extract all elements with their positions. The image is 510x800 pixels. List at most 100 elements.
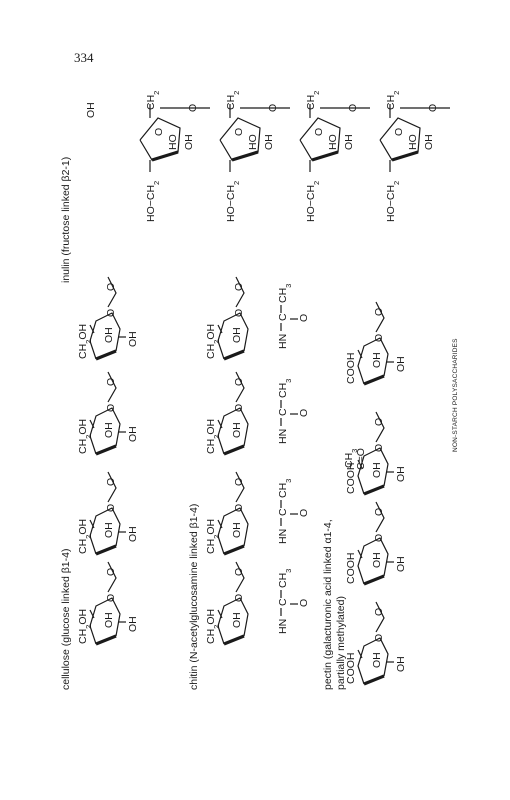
inulin-c4-hydroxyl: OH bbox=[183, 134, 195, 150]
cellulose-c6-group: CH2OH bbox=[77, 609, 93, 644]
inulin-glycosidic-oxygen: O bbox=[347, 104, 359, 112]
cellulose-ring-bond bbox=[95, 544, 117, 556]
pectin-c6-group: COOH bbox=[345, 653, 357, 685]
cellulose-c6-group: CH2OH bbox=[77, 324, 93, 359]
inulin-c1-methylene: CH2 bbox=[145, 91, 161, 110]
cellulose-c2-group: OH bbox=[127, 331, 139, 347]
pectin-ring-outline bbox=[357, 637, 389, 685]
chitin-methyl: CH3 bbox=[277, 284, 293, 303]
pectin-glycosidic-oxygen: O bbox=[373, 508, 385, 516]
pectin-glycosidic-oxygen: O bbox=[373, 308, 385, 316]
chitin-ring-oxygen: O bbox=[233, 504, 245, 512]
inulin-glycosidic-oxygen: O bbox=[267, 104, 279, 112]
pectin-ring-oxygen: O bbox=[373, 334, 385, 342]
chitin-c6-group: CH2OH bbox=[205, 519, 221, 554]
cellulose-glycosidic-oxygen: O bbox=[105, 378, 117, 386]
pectin-c2-group: OH bbox=[395, 356, 407, 372]
pectin-ring-bond bbox=[363, 674, 385, 686]
chitin-c6-group: CH2OH bbox=[205, 419, 221, 454]
chitin-ring-0 bbox=[217, 561, 249, 646]
cellulose-c6-group: CH2OH bbox=[77, 519, 93, 554]
cellulose-ring-bond bbox=[95, 349, 117, 361]
pectin-ring-0 bbox=[357, 601, 394, 686]
pectin-ring-oxygen: O bbox=[373, 534, 385, 542]
inulin-ring-hydroxyl: HO bbox=[247, 134, 259, 150]
pectin-ring-hydroxyl: OH bbox=[371, 462, 383, 478]
cellulose-c2-group: OH bbox=[127, 526, 139, 542]
inulin-c1-methylene: CH2 bbox=[305, 91, 321, 110]
pectin-glycosidic-oxygen: O bbox=[373, 608, 385, 616]
chitin-amide-nh: HN bbox=[277, 429, 289, 444]
cellulose-ring-hydroxyl: OH bbox=[103, 327, 115, 343]
inulin-c6-group: HO−CH2 bbox=[225, 181, 241, 222]
pectin-c6-group: COOH bbox=[345, 553, 357, 585]
cellulose-c6-group: CH2OH bbox=[77, 419, 93, 454]
inulin-ring-3 bbox=[379, 104, 450, 172]
pectin-c2-group: OH bbox=[395, 556, 407, 572]
chitin-ring-oxygen: O bbox=[233, 404, 245, 412]
chitin-ring-hydroxyl: OH bbox=[231, 422, 243, 438]
cellulose-ring-oxygen: O bbox=[105, 504, 117, 512]
inulin-ring-oxygen: O bbox=[393, 128, 405, 136]
inulin-c6-group: HO−CH2 bbox=[385, 181, 401, 222]
chitin-glycosidic-oxygen: O bbox=[233, 283, 245, 291]
chitin-ring-outline bbox=[217, 507, 249, 555]
chitin-ring-bond bbox=[223, 634, 245, 646]
chitin-carbonyl-oxygen: O bbox=[298, 314, 310, 322]
chitin-ring-outline bbox=[217, 407, 249, 455]
pectin-c2-group: OH bbox=[395, 466, 407, 482]
chitin-ring-1 bbox=[217, 471, 249, 556]
chitin-ring-2 bbox=[217, 371, 249, 456]
inulin-c1-methylene: CH2 bbox=[225, 91, 241, 110]
cellulose-c2-group: OH bbox=[127, 616, 139, 632]
pectin-ring-2 bbox=[357, 411, 394, 496]
chitin-amide-nh: HN bbox=[277, 619, 289, 634]
cellulose-ring-2 bbox=[89, 371, 126, 456]
chitin-carbonyl-oxygen: O bbox=[298, 509, 310, 517]
inulin-ring-oxygen: O bbox=[153, 128, 165, 136]
chitin-carbonyl-carbon: C bbox=[277, 598, 289, 606]
pectin-ring-oxygen: O bbox=[373, 634, 385, 642]
pectin-ring-oxygen: O bbox=[373, 444, 385, 452]
cellulose-ring-hydroxyl: OH bbox=[103, 422, 115, 438]
chitin-carbonyl-oxygen: O bbox=[298, 599, 310, 607]
inulin-ring-0 bbox=[139, 104, 210, 172]
pectin-ring-bond bbox=[363, 574, 385, 586]
cellulose-ring-outline bbox=[89, 507, 121, 555]
chitin-ring-bond bbox=[223, 444, 245, 456]
cellulose-ring-outline bbox=[89, 312, 121, 360]
cellulose-ring-bond bbox=[95, 634, 117, 646]
inulin-c4-hydroxyl: OH bbox=[343, 134, 355, 150]
pectin-ring-bond bbox=[363, 484, 385, 496]
chitin-c6-group: CH2OH bbox=[205, 324, 221, 359]
inulin-ring-oxygen: O bbox=[233, 128, 245, 136]
chitin-methyl: CH3 bbox=[277, 569, 293, 588]
chitin-glycosidic-oxygen: O bbox=[233, 478, 245, 486]
pectin-ring-outline bbox=[357, 537, 389, 585]
chitin-ring-outline bbox=[217, 597, 249, 645]
cellulose-ring-1 bbox=[89, 471, 126, 556]
chitin-carbonyl-carbon: C bbox=[277, 408, 289, 416]
pectin-ring-3 bbox=[357, 301, 394, 386]
chitin-glycosidic-oxygen: O bbox=[233, 378, 245, 386]
pectin-ring-hydroxyl: OH bbox=[371, 652, 383, 668]
inulin-ring-hydroxyl: HO bbox=[327, 134, 339, 150]
cellulose-ring-0 bbox=[89, 561, 126, 646]
pectin-ring-hydroxyl: OH bbox=[371, 352, 383, 368]
cellulose-ring-outline bbox=[89, 407, 121, 455]
chitin-ring-bond bbox=[223, 544, 245, 556]
chitin-carbonyl-oxygen: O bbox=[298, 409, 310, 417]
pectin-ring-outline bbox=[357, 337, 389, 385]
cellulose-ring-outline bbox=[89, 597, 121, 645]
cellulose-ring-oxygen: O bbox=[105, 594, 117, 602]
chitin-ring-3 bbox=[217, 276, 249, 361]
cellulose-ring-hydroxyl: OH bbox=[103, 522, 115, 538]
pectin-glycosidic-oxygen: O bbox=[373, 418, 385, 426]
cellulose-ring-3 bbox=[89, 276, 126, 361]
chitin-ring-hydroxyl: OH bbox=[231, 327, 243, 343]
inulin-ring-hydroxyl: HO bbox=[407, 134, 419, 150]
pectin-methyl: CH3 bbox=[343, 449, 359, 468]
inulin-ring-2 bbox=[299, 104, 370, 172]
pectin-ring-outline bbox=[357, 447, 389, 495]
